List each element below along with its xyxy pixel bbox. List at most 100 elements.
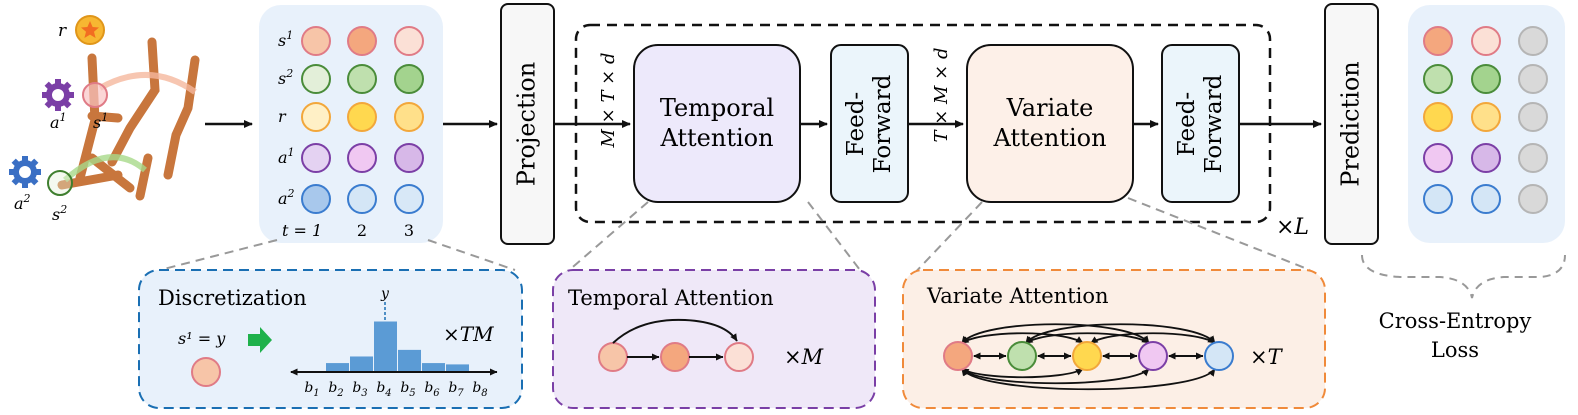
token-circle — [347, 143, 377, 173]
time-label-3: 3 — [404, 221, 414, 240]
token-circle — [347, 64, 377, 94]
token-grid: s1 s2 r a1 a2 — [278, 26, 424, 214]
output-token-circle — [1518, 184, 1548, 214]
output-token-circle — [1423, 143, 1453, 173]
s2-label: s2 — [52, 203, 67, 224]
robot-arc-top — [98, 71, 197, 95]
s1-token — [191, 357, 221, 387]
output-token-circle — [1471, 102, 1501, 132]
y-label: y — [380, 286, 390, 302]
reward-label: r — [58, 21, 67, 41]
green-arrow-icon — [248, 327, 272, 353]
token-row-label: a1 — [278, 146, 295, 167]
discretization-equation: s¹ = y — [178, 329, 226, 348]
time-label-1: t = 1 — [282, 221, 322, 240]
robot-body — [57, 37, 200, 201]
temporal-panel-title: Temporal Attention — [568, 286, 774, 310]
robot-illustration — [57, 37, 200, 201]
output-token-circle — [1423, 26, 1453, 56]
token-circle — [394, 143, 424, 173]
robot-arc-bottom — [63, 154, 147, 183]
feed-forward-label-1: Feed-Forward — [843, 74, 896, 173]
token-circle — [394, 26, 424, 56]
output-token-circle — [1518, 64, 1548, 94]
token-circle — [301, 184, 331, 214]
variate-graph — [943, 323, 1234, 391]
output-token-circle — [1471, 143, 1501, 173]
output-token-circle — [1471, 184, 1501, 214]
output-token-circle — [1423, 184, 1453, 214]
shape-label-2: T × M × d — [931, 47, 952, 142]
bin-label: b6 — [424, 380, 440, 399]
bin-label: b4 — [376, 380, 391, 399]
temporal-node-3 — [724, 342, 754, 372]
shape-label-1: M × T × d — [598, 52, 619, 148]
repeat-label: ×L — [1276, 215, 1309, 240]
token-circle — [394, 64, 424, 94]
temporal-attention-panel — [552, 269, 876, 409]
temporal-edge-1-3 — [612, 318, 738, 344]
gear-icon — [9, 156, 41, 188]
bin-label: b3 — [352, 380, 367, 399]
output-token-circle — [1471, 64, 1501, 94]
a2-label: a2 — [14, 192, 31, 213]
output-grid — [1423, 26, 1548, 214]
variate-multiplier: ×T — [1250, 345, 1284, 369]
histogram-bar — [326, 363, 349, 371]
variate-edge — [961, 368, 1216, 391]
prediction-label: Prediction — [1337, 61, 1365, 187]
variate-panel-title: Variate Attention — [926, 284, 1109, 308]
token-circle — [394, 184, 424, 214]
discretization-multiplier: ×TM — [443, 322, 494, 346]
variate-node — [1138, 341, 1168, 371]
histogram-bar — [398, 349, 421, 371]
output-token-circle — [1518, 102, 1548, 132]
token-row-label: r — [278, 107, 287, 126]
joint-s1-marker — [82, 82, 108, 108]
s1-label: s1 — [93, 111, 108, 132]
discretization-title: Discretization — [158, 286, 307, 310]
token-row-label: s2 — [278, 67, 293, 88]
feed-forward-label-2: Feed-Forward — [1174, 74, 1227, 173]
output-token-circle — [1423, 102, 1453, 132]
variate-edge — [1025, 323, 1216, 344]
joint-s2-marker — [47, 170, 73, 196]
histogram-bar — [350, 356, 373, 371]
reward-star-icon — [75, 15, 105, 45]
bin-label: b7 — [448, 380, 464, 399]
output-token-circle — [1471, 26, 1501, 56]
output-token-circle — [1518, 143, 1548, 173]
token-circle — [301, 143, 331, 173]
temporal-multiplier: ×M — [784, 345, 824, 369]
token-circle — [347, 26, 377, 56]
token-row-label: s1 — [278, 29, 293, 50]
variate-node — [1204, 341, 1234, 371]
variate-edge — [961, 323, 1150, 344]
token-circle — [347, 102, 377, 132]
projection-label: Projection — [513, 62, 541, 186]
cross-entropy-brace — [1361, 254, 1566, 299]
variate-node — [1072, 341, 1102, 371]
time-label-2: 2 — [357, 221, 367, 240]
variate-node — [1007, 341, 1037, 371]
histogram-bar — [446, 364, 469, 371]
temporal-node-1 — [598, 342, 628, 372]
bin-label: b2 — [328, 380, 343, 399]
histogram-bar — [374, 321, 397, 371]
zoom-connectors — [159, 197, 1311, 279]
token-circle — [301, 26, 331, 56]
prediction-block — [1324, 3, 1379, 245]
variate-node — [943, 341, 973, 371]
output-token-circle — [1423, 64, 1453, 94]
temporal-node-2 — [660, 342, 690, 372]
token-circle — [301, 64, 331, 94]
bin-label: b1 — [304, 380, 319, 399]
token-row-label: a2 — [278, 187, 295, 208]
token-circle — [301, 102, 331, 132]
histogram-bar — [422, 363, 445, 371]
a1-label: a1 — [50, 111, 67, 132]
